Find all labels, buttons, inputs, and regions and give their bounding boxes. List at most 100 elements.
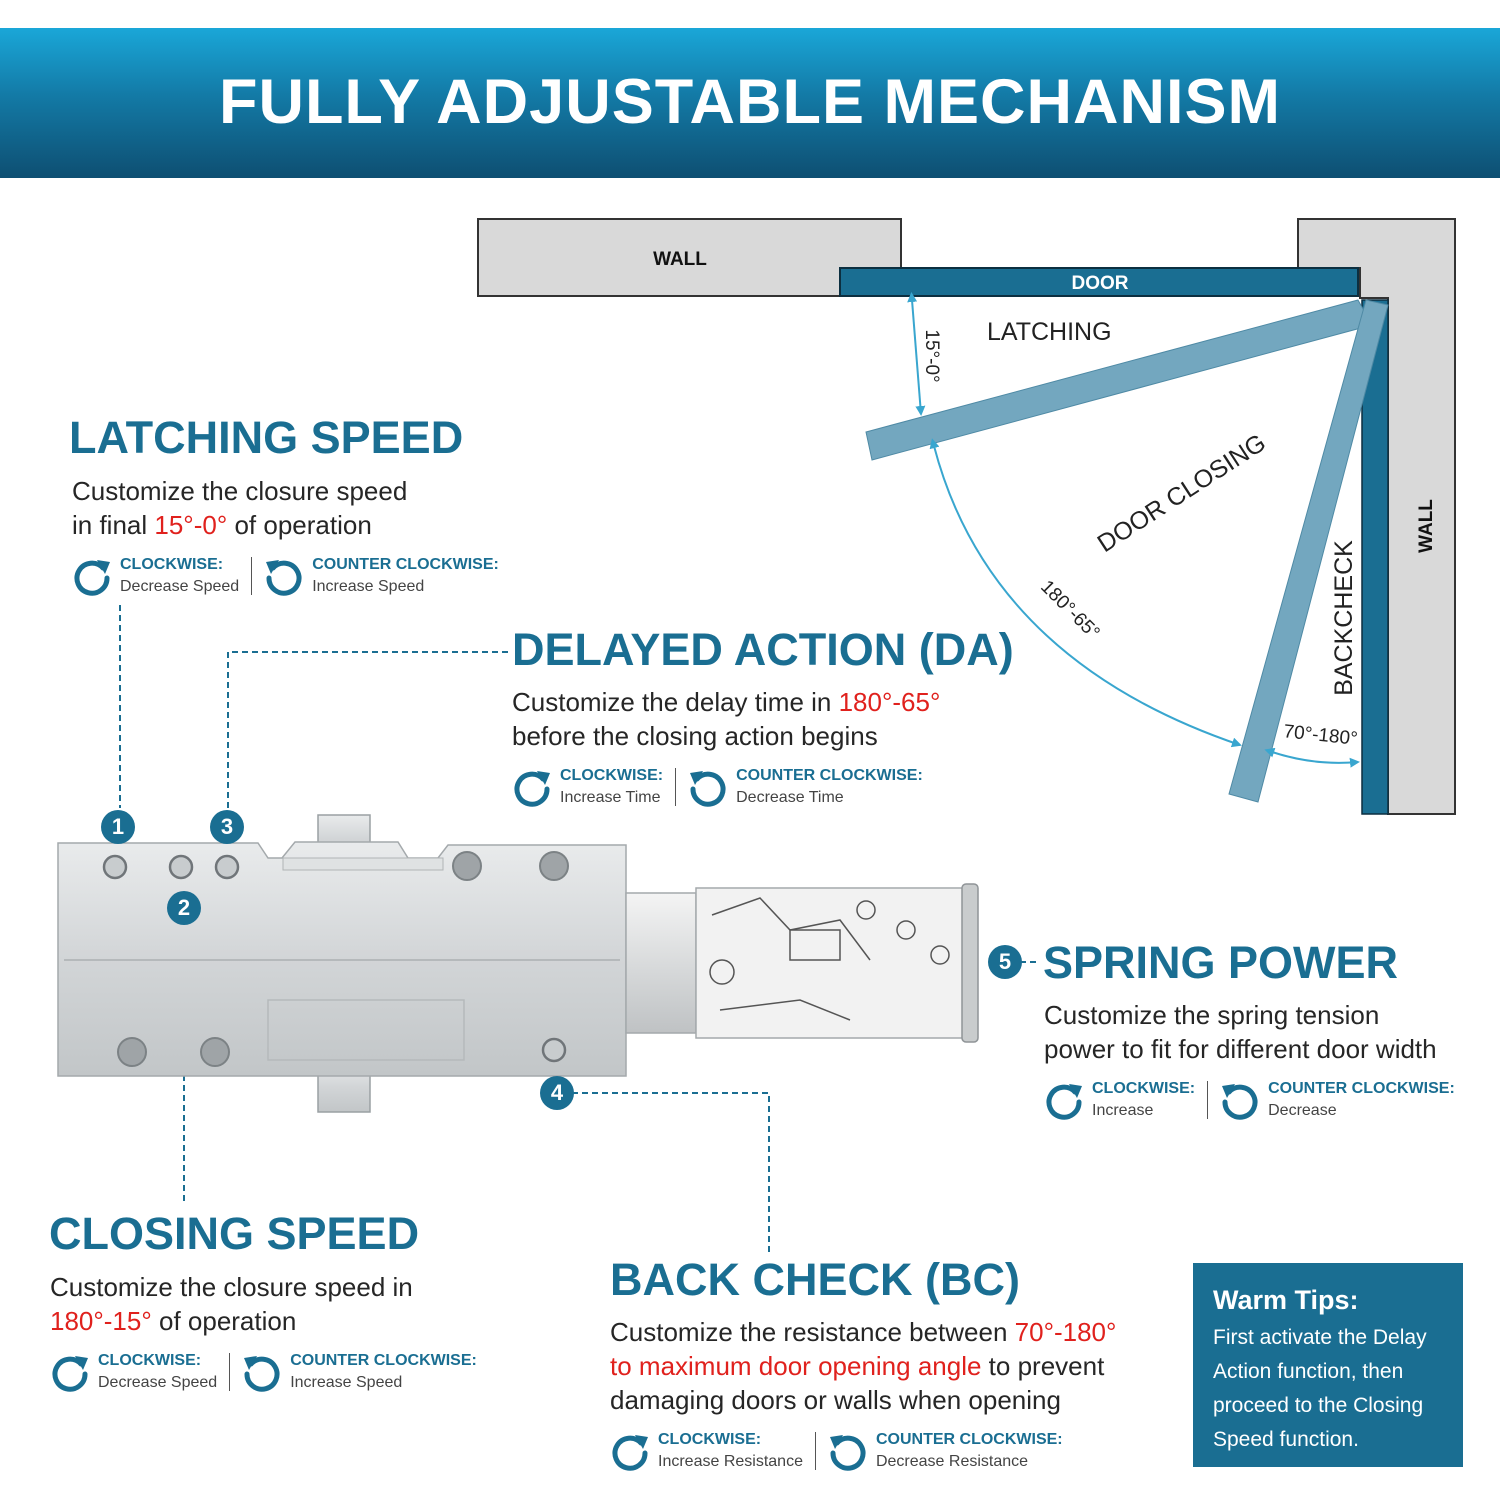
counter-clockwise-effect: Decrease Resistance bbox=[875, 1453, 1029, 1470]
back-check-clockwise: CLOCKWISE: Increase Resistance bbox=[610, 1429, 803, 1473]
counter-clockwise-label: COUNTER CLOCKWISE: bbox=[736, 767, 923, 784]
counter-clockwise-label: COUNTER CLOCKWISE: bbox=[312, 556, 499, 573]
latching-speed-counter-clockwise: COUNTER CLOCKWISE: Increase Speed bbox=[264, 554, 499, 598]
latching-speed-adjustments: CLOCKWISE: Decrease Speed COUNTER CLOCKWI… bbox=[72, 554, 499, 598]
divider bbox=[675, 768, 677, 806]
clockwise-effect: Increase Time bbox=[560, 789, 661, 806]
spring-power-description: Customize the spring tension power to fi… bbox=[1044, 998, 1437, 1066]
latching-label: LATCHING bbox=[987, 318, 1112, 346]
badge-3: 3 bbox=[210, 810, 244, 844]
clockwise-arrow-icon bbox=[612, 1435, 648, 1471]
angle-closing-arrow bbox=[929, 438, 1242, 748]
latching-speed-clockwise: CLOCKWISE: Decrease Speed bbox=[72, 554, 239, 598]
clockwise-effect: Decrease Speed bbox=[120, 578, 240, 595]
leader-lines bbox=[119, 605, 1040, 1256]
clockwise-label: CLOCKWISE: bbox=[98, 1352, 202, 1369]
clockwise-arrow-icon bbox=[1046, 1084, 1082, 1120]
badge-2: 2 bbox=[167, 891, 201, 925]
counter-clockwise-arrow-icon bbox=[266, 560, 302, 596]
clockwise-label: CLOCKWISE: bbox=[1092, 1080, 1196, 1097]
closing-speed-description: Customize the closure speed in 180°-15° … bbox=[50, 1270, 413, 1338]
counter-clockwise-effect: Increase Speed bbox=[290, 1374, 403, 1391]
warm-tips-box: Warm Tips: First activate the Delay Acti… bbox=[1193, 1263, 1463, 1467]
latching-speed-line2-pre: in final bbox=[72, 510, 155, 540]
delayed-action-counter-clockwise: COUNTER CLOCKWISE: Decrease Time bbox=[688, 765, 923, 809]
back-check-line3: damaging doors or walls when opening bbox=[610, 1385, 1061, 1415]
closing-speed-line2-post: of operation bbox=[151, 1306, 297, 1336]
clockwise-arrow-icon bbox=[52, 1356, 88, 1392]
door-label: DOOR bbox=[1072, 273, 1129, 294]
backcheck-label: BACKCHECK bbox=[1330, 540, 1358, 696]
clockwise-arrow-icon bbox=[514, 771, 550, 807]
counter-clockwise-label: COUNTER CLOCKWISE: bbox=[875, 1431, 1063, 1448]
clockwise-arrow-icon bbox=[74, 560, 110, 596]
spring-power-counter-clockwise: COUNTER CLOCKWISE: Decrease bbox=[1220, 1078, 1455, 1122]
angle-closing-text: 180°-65° bbox=[1036, 576, 1103, 643]
angle-latching-text: 15°-0° bbox=[921, 329, 942, 382]
delayed-action-adjustments: CLOCKWISE: Increase Time COUNTER CLOCKWIS… bbox=[512, 765, 923, 809]
latching-speed-line1: Customize the closure speed bbox=[72, 476, 408, 506]
delayed-action-heading: DELAYED ACTION (DA) bbox=[512, 624, 1014, 675]
counter-clockwise-arrow-icon bbox=[829, 1435, 866, 1471]
door-closer-body bbox=[57, 814, 979, 1113]
latching-speed-heading: LATCHING SPEED bbox=[69, 412, 464, 463]
door-closed bbox=[839, 267, 1359, 297]
counter-clockwise-effect: Decrease Time bbox=[736, 789, 844, 806]
counter-clockwise-arrow-icon bbox=[1222, 1084, 1258, 1120]
delayed-action-clockwise: CLOCKWISE: Increase Time bbox=[512, 765, 663, 809]
spring-power-line2: power to fit for different door width bbox=[1044, 1034, 1437, 1064]
counter-clockwise-arrow-icon bbox=[690, 771, 726, 807]
spring-power-line1: Customize the spring tension bbox=[1044, 1000, 1380, 1030]
clockwise-effect: Decrease Speed bbox=[98, 1374, 218, 1391]
divider bbox=[251, 557, 253, 595]
divider bbox=[814, 1432, 816, 1470]
closing-speed-counter-clockwise: COUNTER CLOCKWISE: Increase Speed bbox=[242, 1350, 477, 1394]
back-check-line2-post: to prevent bbox=[981, 1351, 1105, 1381]
clockwise-label: CLOCKWISE: bbox=[120, 556, 224, 573]
closing-speed-heading: CLOSING SPEED bbox=[49, 1208, 420, 1259]
back-check-counter-clockwise: COUNTER CLOCKWISE: Decrease Resistance bbox=[828, 1429, 1063, 1473]
delayed-action-line1-pre: Customize the delay time in bbox=[512, 687, 839, 717]
badge-4: 4 bbox=[540, 1076, 574, 1110]
clockwise-label: CLOCKWISE: bbox=[560, 767, 664, 784]
delayed-action-line2: before the closing action begins bbox=[512, 721, 878, 751]
warm-tips-body: First activate the Delay Action function… bbox=[1213, 1326, 1427, 1451]
clockwise-label: CLOCKWISE: bbox=[658, 1431, 762, 1448]
header-banner: FULLY ADJUSTABLE MECHANISM bbox=[0, 28, 1500, 178]
angle-backcheck-text: 70°-180° bbox=[1283, 721, 1359, 750]
counter-clockwise-effect: Increase Speed bbox=[312, 578, 425, 595]
closing-speed-angle: 180°-15° bbox=[50, 1306, 152, 1336]
clockwise-effect: Increase Resistance bbox=[658, 1453, 803, 1470]
wall-top-label: WALL bbox=[653, 249, 707, 270]
spring-power-adjustments: CLOCKWISE: Increase COUNTER CLOCKWISE: Dec… bbox=[1044, 1078, 1455, 1122]
back-check-description: Customize the resistance between 70°-180… bbox=[610, 1315, 1116, 1417]
latching-speed-line2-post: of operation bbox=[227, 510, 372, 540]
warm-tips-title: Warm Tips: bbox=[1213, 1285, 1359, 1315]
latching-speed-description: Customize the closure speed in final 15°… bbox=[72, 474, 407, 542]
counter-clockwise-label: COUNTER CLOCKWISE: bbox=[290, 1352, 477, 1369]
back-check-angle: 70°-180° bbox=[1014, 1317, 1117, 1347]
counter-clockwise-effect: Decrease bbox=[1268, 1102, 1337, 1119]
back-check-adjustments: CLOCKWISE: Increase Resistance COUNTER CL… bbox=[610, 1429, 1063, 1473]
spring-power-heading: SPRING POWER bbox=[1043, 937, 1399, 988]
counter-clockwise-label: COUNTER CLOCKWISE: bbox=[1268, 1080, 1455, 1097]
back-check-line2-red: to maximum door opening angle bbox=[610, 1351, 982, 1381]
back-check-heading: BACK CHECK (BC) bbox=[610, 1254, 1020, 1305]
back-check-line1-pre: Customize the resistance between bbox=[610, 1317, 1015, 1347]
counter-clockwise-arrow-icon bbox=[244, 1356, 280, 1392]
clockwise-effect: Increase bbox=[1092, 1102, 1154, 1119]
divider bbox=[229, 1353, 231, 1391]
wall-top bbox=[477, 218, 902, 297]
delayed-action-angle: 180°-65° bbox=[838, 687, 941, 717]
badge-1: 1 bbox=[101, 810, 135, 844]
delayed-action-description: Customize the delay time in 180°-65° bef… bbox=[512, 685, 940, 753]
door-backcheck-position bbox=[1228, 299, 1389, 803]
door-closing-label: DOOR CLOSING bbox=[1092, 429, 1270, 558]
page-title: FULLY ADJUSTABLE MECHANISM bbox=[218, 67, 1282, 137]
latching-speed-angle: 15°-0° bbox=[154, 510, 228, 540]
angle-backcheck-arrow bbox=[1264, 747, 1360, 768]
angle-latching-arrow bbox=[907, 292, 926, 416]
spring-power-clockwise: CLOCKWISE: Increase bbox=[1044, 1078, 1195, 1122]
divider bbox=[1207, 1081, 1209, 1119]
